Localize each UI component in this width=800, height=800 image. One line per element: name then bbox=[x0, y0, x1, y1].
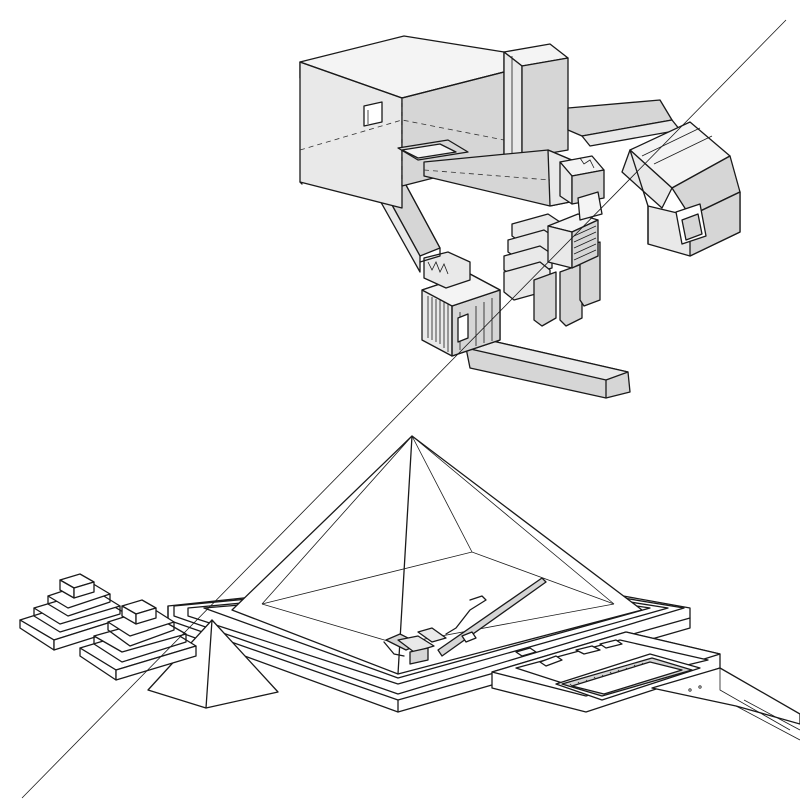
section-sight-line bbox=[21, 19, 787, 799]
main-hall bbox=[299, 35, 505, 209]
storage-magazines bbox=[503, 191, 603, 327]
descending-corridor bbox=[465, 339, 631, 399]
vaulted-burial-chamber bbox=[621, 121, 741, 257]
pyramid-complex-view bbox=[19, 435, 800, 741]
antechamber-block bbox=[421, 251, 501, 357]
mastaba-tomb-back bbox=[19, 573, 131, 651]
mastaba-tomb-front bbox=[79, 599, 197, 681]
tall-chamber bbox=[503, 43, 569, 167]
mortuary-temple bbox=[491, 631, 800, 741]
internal-chambers-small bbox=[383, 577, 547, 665]
chamber-system-enlarged-view bbox=[299, 35, 741, 399]
